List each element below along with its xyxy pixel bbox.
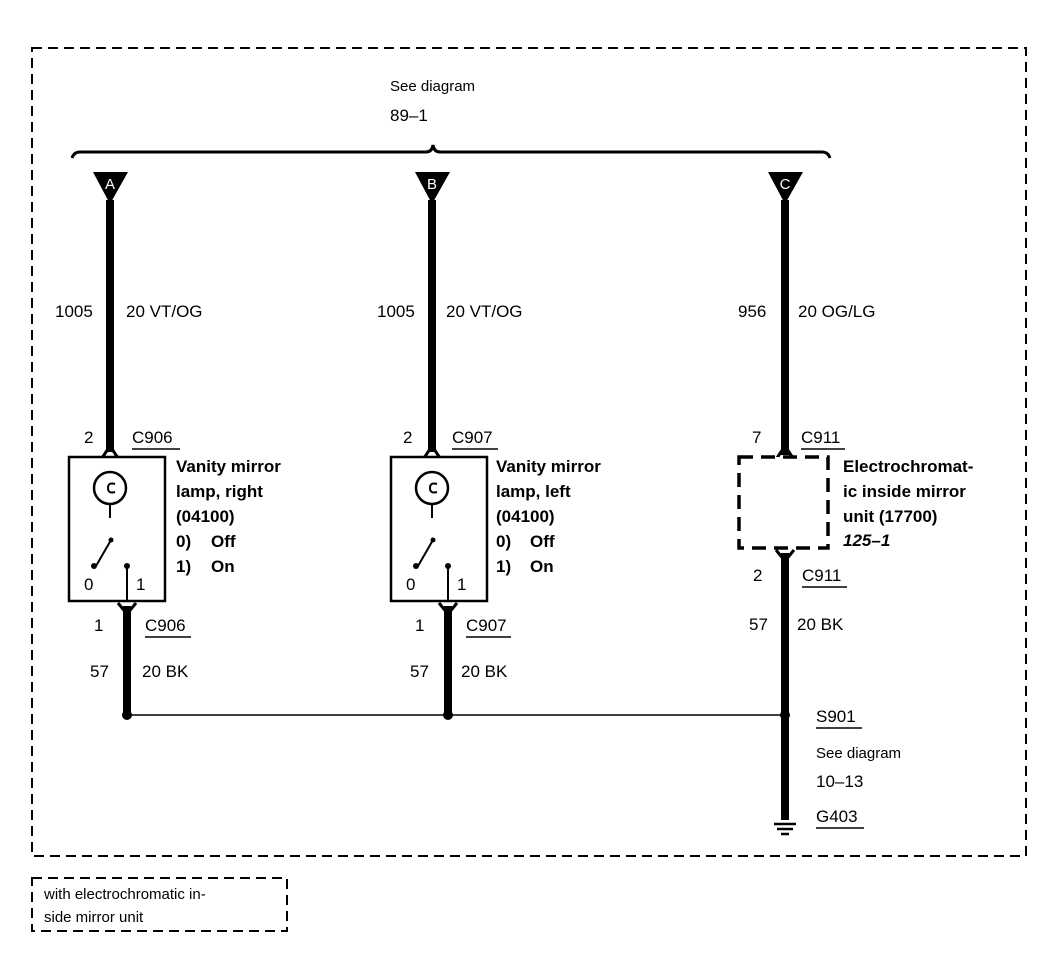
pin-c906-bottom-number: 1: [94, 616, 103, 635]
connector-c907-bottom: C907: [466, 616, 507, 635]
wire-c-circuit: 956: [738, 302, 766, 321]
wire-b-lower-circuit: 57: [410, 662, 429, 681]
vanity-lamp-left: 0 1: [389, 455, 489, 603]
pin-arrow-c907-top: [422, 443, 442, 459]
option-boundary: [31, 47, 1027, 857]
pin-c911-top-number: 7: [752, 428, 761, 447]
option-note-line1: with electrochromatic in-: [43, 886, 206, 903]
connector-a: A: [93, 172, 128, 204]
option-note-line2: side mirror unit: [44, 909, 144, 926]
wire-c-color: 20 OG/LG: [798, 302, 875, 321]
switch-icon: [417, 539, 434, 567]
connector-c911-top: C911: [801, 428, 840, 447]
lamp-right-state0-num: 0): [176, 532, 191, 551]
mirror-unit-line1: Electrochromat-: [843, 457, 973, 476]
option-note-box: [31, 877, 288, 932]
lamp-left-part: (04100): [496, 507, 555, 526]
pin-arrow-c906-top: [100, 443, 120, 459]
bus-bracket: [70, 144, 832, 159]
wire-a-lower-circuit: 57: [90, 662, 109, 681]
top-diagram-page: 89–1: [390, 106, 428, 125]
wire-a-color: 20 VT/OG: [126, 302, 203, 321]
splice-dot: [443, 710, 453, 720]
pin-c907-bottom-number: 1: [415, 616, 424, 635]
connector-c906-top: C906: [132, 428, 173, 447]
svg-text:B: B: [427, 176, 437, 193]
ground-icon: [774, 822, 796, 836]
connector-c907-top: C907: [452, 428, 493, 447]
pin-c906-top-number: 2: [84, 428, 93, 447]
lamp-left-title2: lamp, left: [496, 482, 571, 501]
lamp-right-state1: On: [211, 557, 235, 576]
wire-a-circuit: 1005: [55, 302, 93, 321]
switch-icon: [95, 539, 112, 567]
splice-id: S901: [816, 707, 856, 726]
lamp-left-title1: Vanity mirror: [496, 457, 601, 476]
pin-c907-top-number: 2: [403, 428, 412, 447]
connector-b: B: [415, 172, 450, 204]
connector-c911-bottom: C911: [802, 566, 841, 585]
lamp-right-state1-num: 1): [176, 557, 191, 576]
mirror-unit-line3: unit (17700): [843, 507, 937, 526]
wire-b-color: 20 VT/OG: [446, 302, 523, 321]
svg-text:A: A: [105, 176, 115, 193]
splice-see-diagram: See diagram: [816, 745, 901, 762]
wire-b-lower-color: 20 BK: [461, 662, 508, 681]
mirror-unit-ref: 125–1: [843, 531, 890, 550]
connector-c: C: [768, 172, 803, 204]
top-see-diagram: See diagram: [390, 78, 475, 95]
vanity-lamp-right: 0 1: [67, 455, 167, 603]
wire-b-circuit: 1005: [377, 302, 415, 321]
wire-c-lower-circuit: 57: [749, 615, 768, 634]
splice-dot: [780, 710, 790, 720]
ground-id: G403: [816, 807, 858, 826]
splice-dot: [122, 710, 132, 720]
splice-diagram-page: 10–13: [816, 772, 863, 791]
mirror-unit-line2: ic inside mirror: [843, 482, 966, 501]
wire-c-lower-color: 20 BK: [797, 615, 844, 634]
svg-text:1: 1: [457, 575, 466, 594]
svg-text:0: 0: [84, 575, 93, 594]
lamp-right-state0: Off: [211, 532, 236, 551]
lamp-left-state1: On: [530, 557, 554, 576]
svg-text:0: 0: [406, 575, 415, 594]
svg-text:C: C: [780, 176, 791, 193]
connector-c906-bottom: C906: [145, 616, 186, 635]
lamp-right-title1: Vanity mirror: [176, 457, 281, 476]
svg-text:1: 1: [136, 575, 145, 594]
wire-a-lower-color: 20 BK: [142, 662, 189, 681]
lamp-left-state0: Off: [530, 532, 555, 551]
pin-c911-bottom-number: 2: [753, 566, 762, 585]
mirror-unit-box: [737, 455, 830, 550]
lamp-right-part: (04100): [176, 507, 235, 526]
pin-arrow-c911-top: [775, 443, 795, 459]
lamp-right-title2: lamp, right: [176, 482, 263, 501]
lamp-left-state0-num: 0): [496, 532, 511, 551]
lamp-left-state1-num: 1): [496, 557, 511, 576]
